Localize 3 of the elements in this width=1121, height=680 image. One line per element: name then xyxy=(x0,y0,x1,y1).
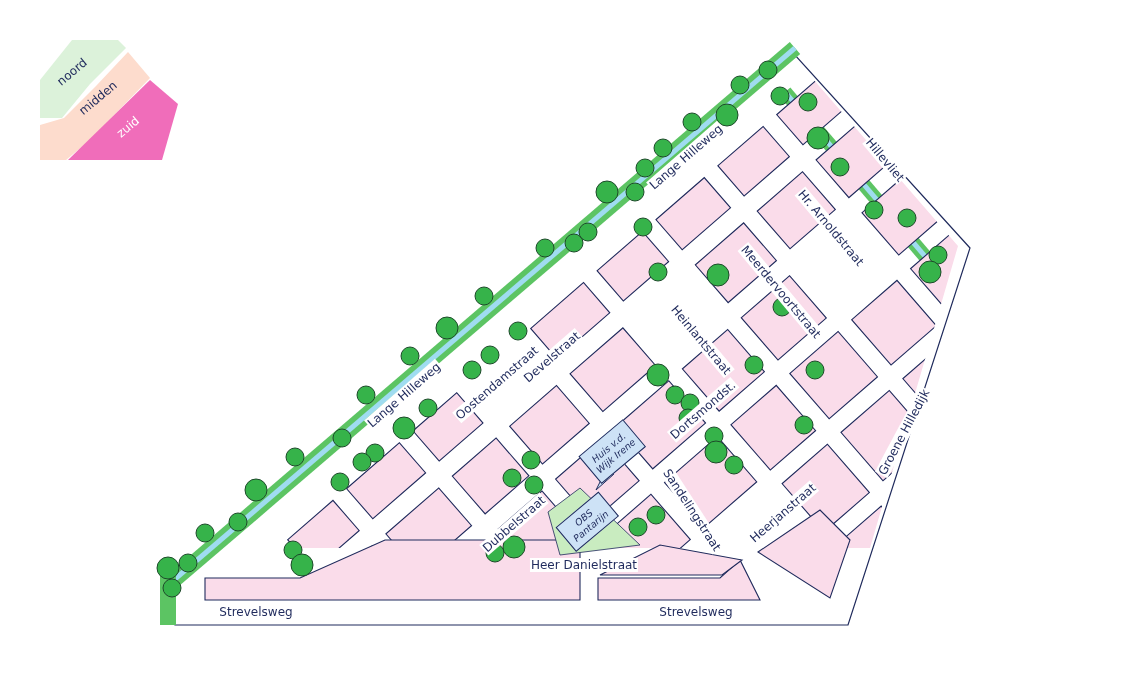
street-name: Strevelsweg xyxy=(658,605,734,619)
street-name: Strevelsweg xyxy=(218,605,294,619)
street-name: Heer Danielstraat xyxy=(529,558,639,572)
